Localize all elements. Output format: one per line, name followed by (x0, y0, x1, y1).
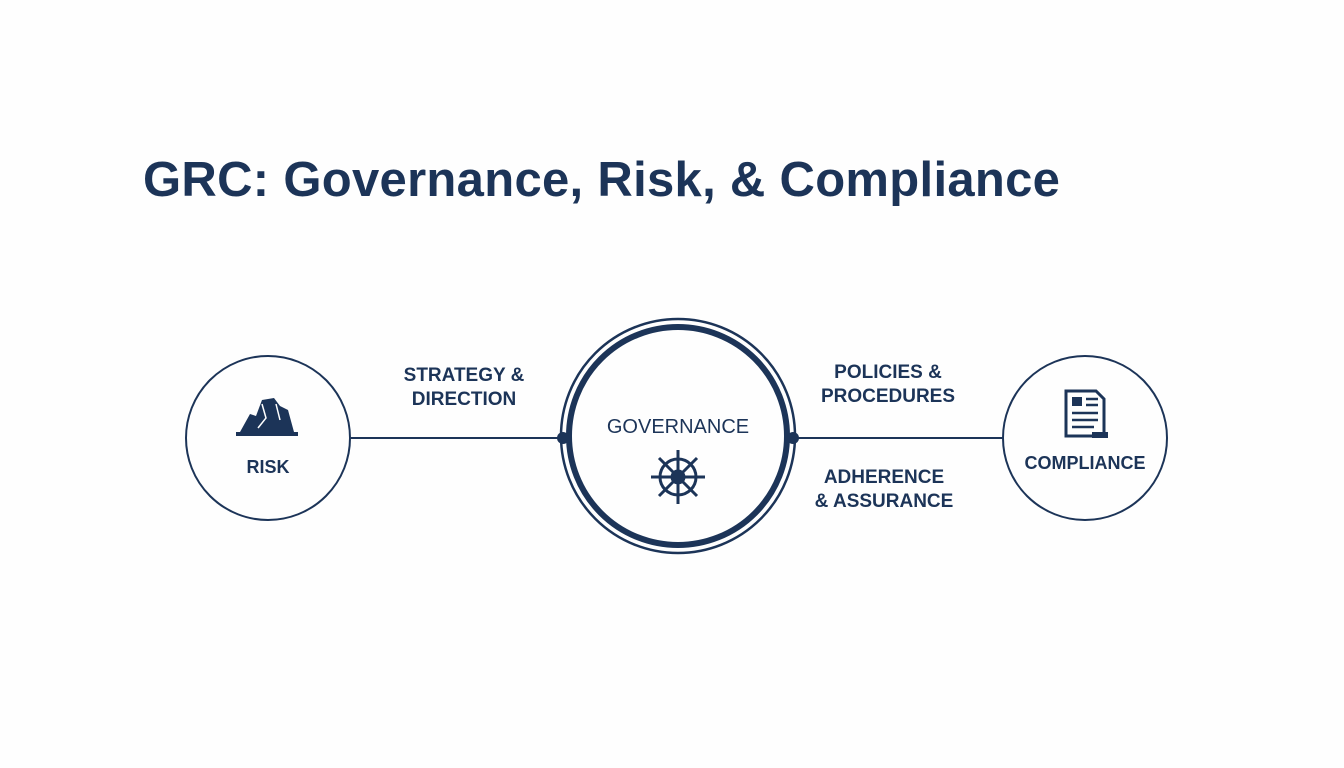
strategy-line-2: DIRECTION (411, 389, 517, 410)
strategy-direction-label: STRATEGY & DIRECTION (384, 364, 544, 412)
governance-left-connector-dot (557, 432, 569, 444)
governance-right-connector-dot (787, 432, 799, 444)
governance-inner-ring (566, 324, 790, 548)
governance-label-text: GOVERNANCE (606, 416, 750, 438)
compliance-label: COMPLIANCE (1005, 451, 1165, 475)
page-title: GRC: Governance, Risk, & Compliance (143, 153, 1061, 207)
adherence-line-2: & ASSURANCE (814, 491, 954, 512)
policies-line-1: POLICIES & (834, 362, 942, 383)
risk-node-circle (185, 355, 351, 521)
risk-label-text: RISK (246, 457, 290, 477)
policies-line-2: PROCEDURES (820, 386, 956, 407)
iceberg-icon (236, 398, 298, 436)
governance-label: GOVERNANCE (588, 415, 768, 439)
document-icon (1064, 389, 1108, 438)
policies-procedures-label: POLICIES & PROCEDURES (808, 361, 968, 409)
risk-label: RISK (218, 455, 318, 479)
ship-wheel-icon (651, 450, 705, 504)
compliance-node-circle (1002, 355, 1168, 521)
compliance-label-text: COMPLIANCE (1024, 453, 1146, 473)
adherence-assurance-label: ADHERENCE & ASSURANCE (804, 466, 964, 514)
strategy-line-1: STRATEGY & (403, 365, 525, 386)
adherence-line-1: ADHERENCE (823, 467, 945, 488)
